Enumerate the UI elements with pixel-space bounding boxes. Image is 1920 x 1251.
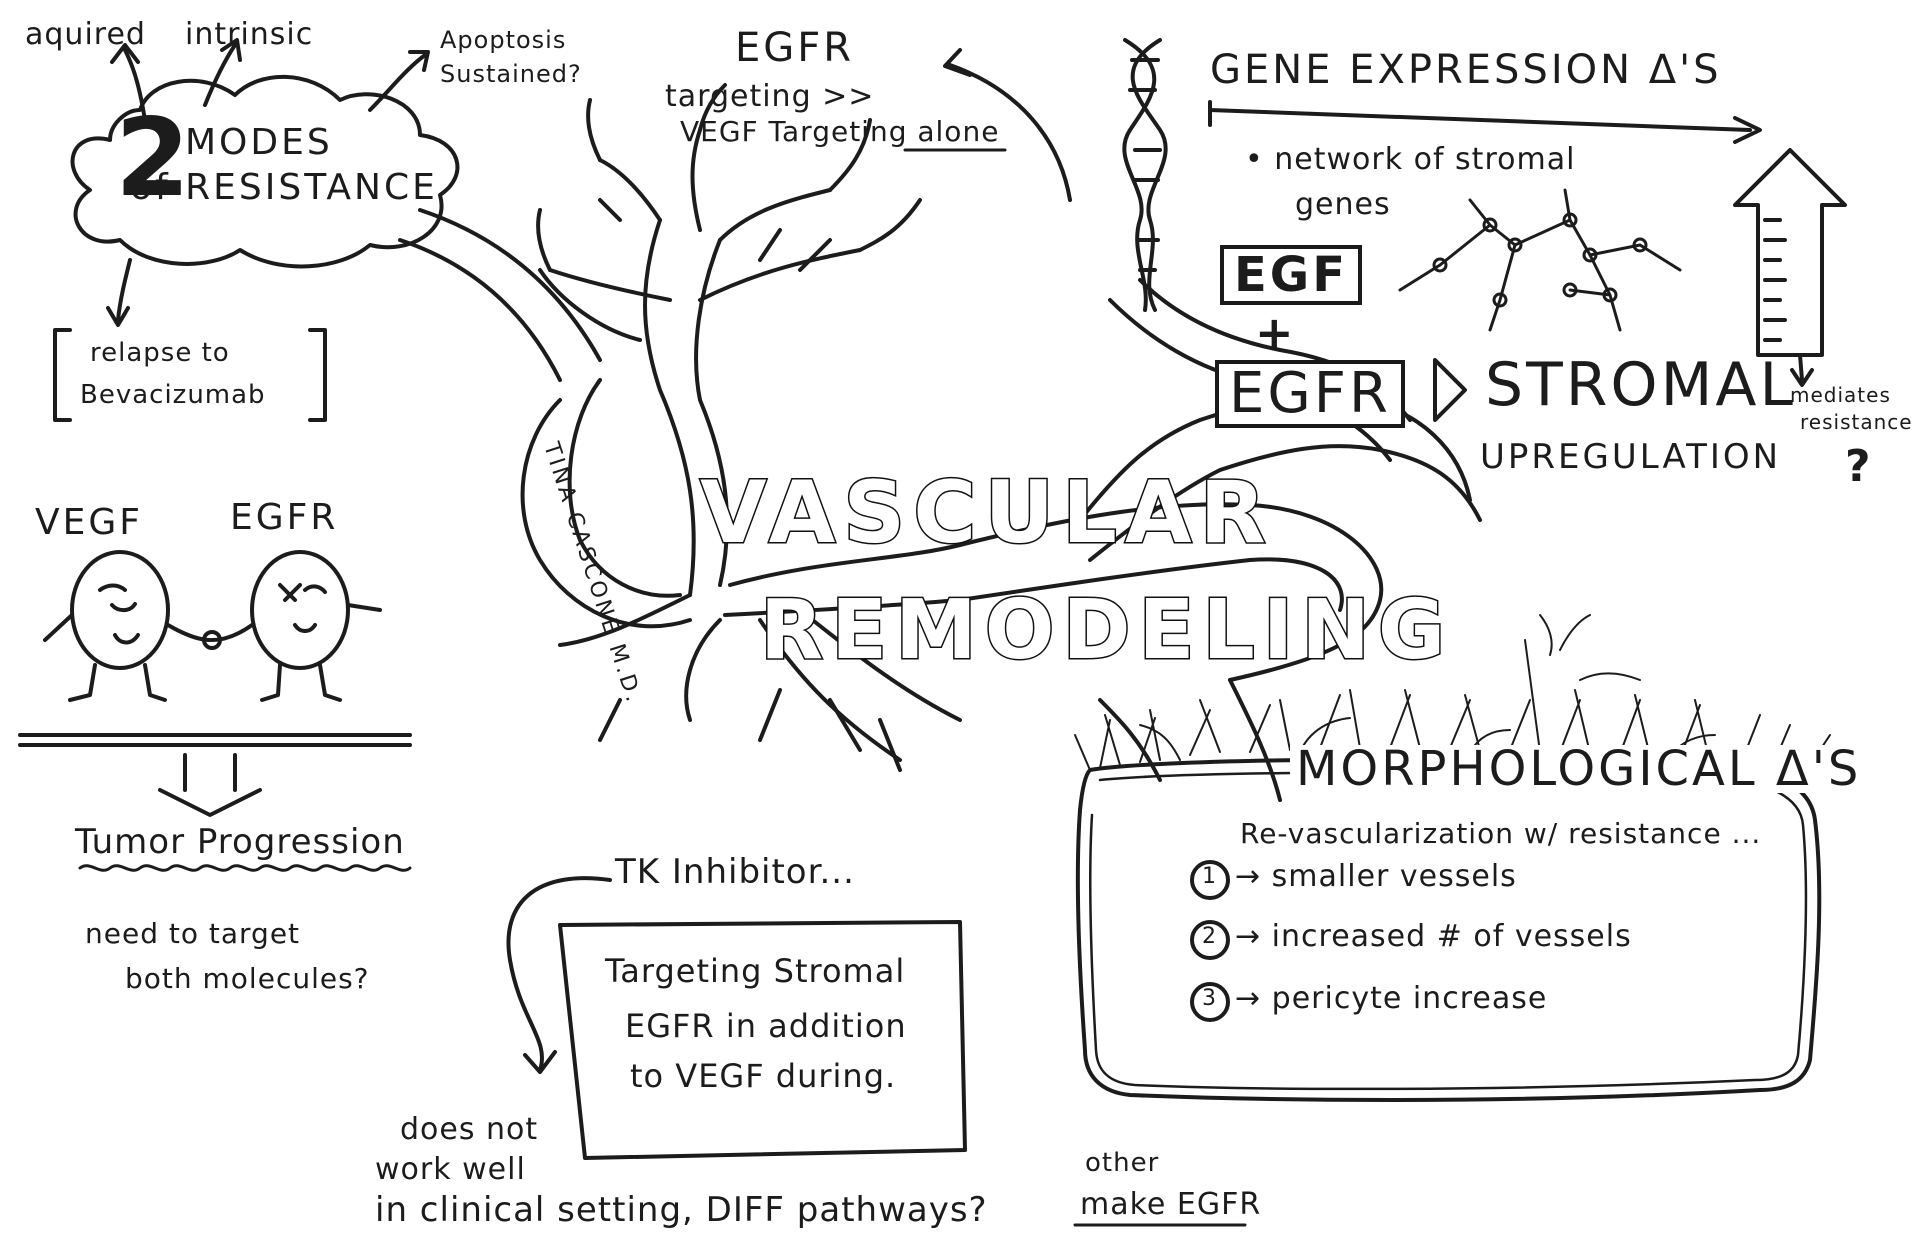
tk-box [558, 920, 967, 1160]
tk-box-line-1: Targeting Stromal [605, 952, 906, 990]
modes-label-line-1: MODES [185, 122, 333, 163]
morph-item-3-number: 3 [1202, 986, 1217, 1011]
apoptosis-line-2: Sustained? [440, 60, 582, 88]
acquired-label: aquired [25, 17, 146, 52]
other-line-2: make EGFR [1080, 1187, 1262, 1222]
modes-number: 2 [115, 96, 192, 221]
intrinsic-label: intrinsic [185, 17, 314, 52]
tk-note-line-3: in clinical setting, DIFF pathways? [375, 1190, 988, 1230]
gene-expression-arrow [1208, 100, 1762, 144]
egfr-arrow-tip [1433, 358, 1467, 422]
tk-note-line-2: work well [375, 1152, 526, 1187]
title-line-1: VASCULAR [699, 463, 1274, 563]
tk-curve-arrow [506, 876, 612, 1074]
egfr-targeting-line-1: EGFR [735, 25, 855, 71]
morph-item-1-number: 1 [1202, 864, 1217, 889]
plus-sign: + [1255, 306, 1295, 360]
vegf-egfr-figures [43, 550, 382, 702]
intrinsic-arrow [203, 38, 242, 107]
upregulation-up-arrow [1733, 148, 1847, 387]
progression-underline [78, 864, 412, 872]
egf-box: EGF [1220, 245, 1362, 305]
morph-item-2-text: → increased # of vessels [1235, 919, 1632, 954]
tk-box-line-3: to VEGF during. [630, 1057, 897, 1095]
dna-helix [1122, 38, 1168, 312]
morphological-intro: Re-vascularization w/ resistance ... [1240, 817, 1762, 850]
egfr-targeting-line-2: targeting >> [665, 79, 875, 114]
network-line-1: • network of stromal [1245, 142, 1576, 177]
mediates-question: ? [1845, 441, 1872, 492]
egfr-label: EGFR [230, 497, 339, 538]
grass-tufts [1074, 614, 1831, 781]
gene-expression-heading: GENE EXPRESSION Δ'S [1210, 47, 1722, 93]
morph-item-3-text: → pericyte increase [1235, 981, 1548, 1016]
title-line-2: REMODELING [758, 583, 1454, 678]
acquired-arrow [110, 43, 147, 122]
relapse-line-1: relapse to [90, 338, 230, 368]
morph-item-2-number: 2 [1202, 924, 1217, 949]
egfr-box: EGFR [1215, 360, 1405, 428]
mediates-line-2: resistance [1800, 410, 1913, 434]
vegf-label: VEGF [35, 502, 143, 543]
target-question-line-2: both molecules? [125, 962, 370, 995]
tk-inhibitor-heading: TK Inhibitor... [615, 852, 855, 892]
modes-cloud [70, 74, 460, 269]
network-line-2: genes [1295, 187, 1391, 222]
tumor-progression: Tumor Progression [75, 822, 405, 862]
stromal-gene-network [1398, 188, 1682, 332]
progression-arrow [158, 753, 262, 817]
morph-circles [1190, 860, 1230, 1022]
apoptosis-arrow [368, 50, 430, 112]
morphological-heading: MORPHOLOGICAL Δ'S [1290, 745, 1868, 793]
target-question-line-1: need to target [85, 917, 301, 950]
relapse-line-2: Bevacizumab [80, 380, 266, 410]
relapse-bracket-right [308, 328, 327, 422]
other-line-1: other [1085, 1148, 1160, 1178]
upregulation-label: UPREGULATION [1480, 437, 1782, 477]
mediates-line-1: mediates [1790, 383, 1891, 407]
apoptosis-line-1: Apoptosis [440, 26, 567, 54]
relapse-bracket-left [53, 328, 72, 422]
egfr-targeting-line-3: VEGF Targeting alone [680, 115, 1000, 148]
stromal-label: STROMAL [1485, 350, 1796, 420]
relapse-arrow [106, 258, 132, 327]
progression-bar [18, 733, 412, 747]
tk-note-line-1: does not [400, 1112, 539, 1147]
tk-box-line-2: EGFR in addition [625, 1007, 907, 1045]
morph-item-1-text: → smaller vessels [1235, 859, 1517, 894]
modes-label-line-2: of RESISTANCE [130, 167, 438, 208]
